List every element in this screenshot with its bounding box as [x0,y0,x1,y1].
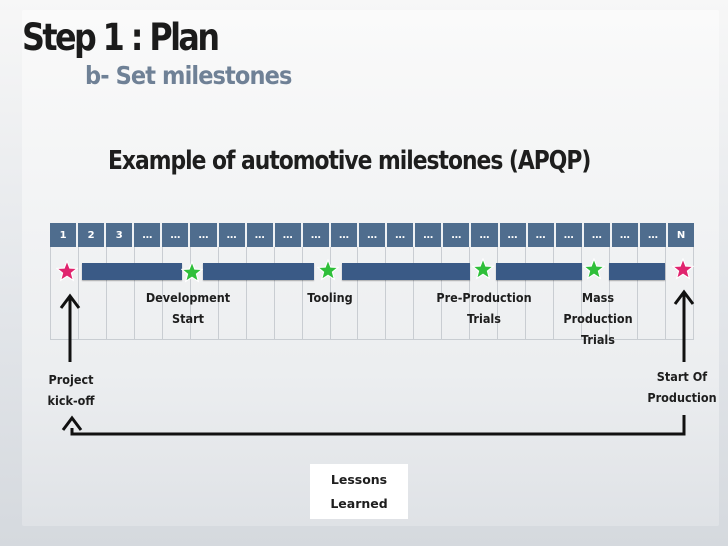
milestone-label-tooling: Tooling [299,287,362,308]
grid-column [470,247,499,340]
timeline-column-header: 1 [50,223,79,247]
timeline-column-header: N [668,223,695,247]
label-line: Start [171,311,205,326]
up-arrow-icon [59,293,81,309]
lessons-learned-label: Lessons Learned [310,468,408,516]
timeline-column-header: … [218,223,247,247]
grid-column [638,247,666,340]
grid-column [218,247,247,340]
grid-column [134,247,163,340]
milestone-label-mass-production: Mass Production Trials [560,287,636,350]
timeline-column-header: … [527,223,556,247]
label-line: Production [647,390,717,405]
label-line: Trials [466,311,501,326]
grid-column [50,247,79,340]
phase-bar [203,263,314,280]
pink-star-icon [672,258,694,280]
grid-column [190,247,219,340]
label-line: Pre-Production [436,290,532,305]
timeline-column-header: … [302,223,331,247]
grid-column [665,247,694,340]
slide-title: Step 1 : Plan [22,16,220,59]
up-arrow-icon [61,415,83,431]
lessons-learned-box [310,464,408,519]
grid-column [386,247,415,340]
label-line: Project [48,372,94,387]
green-star-icon [583,258,605,280]
label-line: Production [563,311,633,326]
diagram-heading: Example of automotive milestones (APQP) [108,146,591,176]
grid-column [78,247,107,340]
timeline-column-header: … [274,223,303,247]
timeline-column-header: … [190,223,219,247]
grid-column [246,247,275,340]
timeline-column-header: … [134,223,163,247]
timeline-column-header: 2 [78,223,107,247]
label-start-of-production: Start Of Production [644,366,720,408]
label-line: Learned [330,496,388,511]
green-star-icon [181,261,203,283]
grid-column [302,247,331,340]
grid-column [106,247,135,340]
timeline-column-header: … [387,223,416,247]
grid-column [610,247,639,340]
label-line: Start Of [656,369,708,384]
grid-column [442,247,471,340]
grid-column [554,247,583,340]
label-line: kick-off [47,393,95,408]
up-arrow-icon [673,289,695,305]
pink-star-icon [56,260,78,282]
timeline-column-header: 3 [106,223,135,247]
timeline-column-header: … [611,223,640,247]
grid-column [274,247,303,340]
label-line: Tooling [307,290,353,305]
milestone-label-development-start: Development Start [143,287,233,329]
grid-column [358,247,387,340]
phase-bar [496,263,582,280]
grid-column [330,247,359,340]
label-line: Mass [581,290,615,305]
label-line: Lessons [330,472,388,487]
timeline-column-header: … [359,223,388,247]
timeline-column-header: … [639,223,669,247]
label-line: Development [145,290,231,305]
green-star-icon [472,258,494,280]
grid-column [582,247,611,340]
timeline-column-header: … [162,223,191,247]
timeline-column-header: … [583,223,612,247]
timeline-column-header: … [443,223,472,247]
timeline-column-header: … [246,223,275,247]
slide-subtitle: b- Set milestones [85,61,292,90]
grid-column [162,247,191,340]
green-star-icon [317,259,339,281]
timeline-grid [50,247,694,340]
timeline-column-header: … [330,223,360,247]
grid-column [414,247,443,340]
grid-column [498,247,527,340]
timeline-column-header: … [555,223,584,247]
phase-bar [342,263,470,280]
grid-column [526,247,555,340]
phase-bar [609,263,665,280]
milestone-label-pre-production: Pre-Production Trials [432,287,536,329]
timeline-column-header: … [415,223,444,247]
timeline-column-header: … [499,223,528,247]
timeline-column-header: … [471,223,500,247]
label-project-kickoff: Project kick-off [41,369,100,411]
phase-bar [82,263,182,280]
feedback-loop-line [70,415,686,436]
label-line: Trials [580,332,615,347]
timeline-header: 1 2 3 … … … … … … … … … … … … … … … … … … [50,223,695,247]
